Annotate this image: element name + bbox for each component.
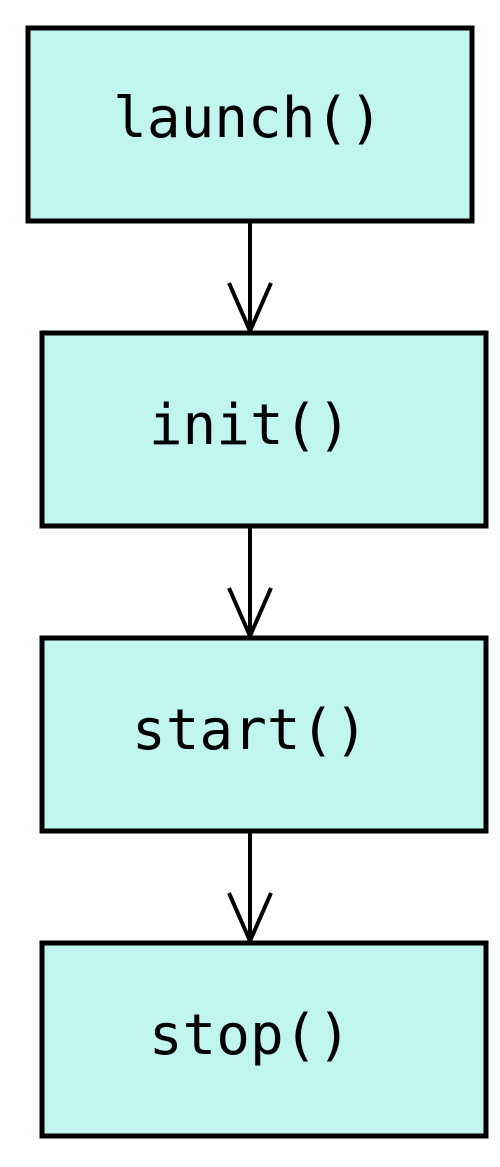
node-launch: launch() [25,25,475,224]
node-start-label: start() [132,698,368,763]
node-stop-box [39,940,489,1139]
node-init-box [39,330,489,529]
node-launch-label: launch() [113,86,383,151]
edge-init-to-start [227,526,273,641]
node-init-label: init() [149,393,351,458]
edge-launch-to-init [227,221,273,336]
node-launch-box [25,25,475,224]
node-stop-label: stop() [149,1003,351,1068]
node-start-box [39,635,489,834]
node-init: init() [39,330,489,529]
edge-start-to-stop [227,831,273,946]
node-start: start() [39,635,489,834]
node-stop: stop() [39,940,489,1139]
